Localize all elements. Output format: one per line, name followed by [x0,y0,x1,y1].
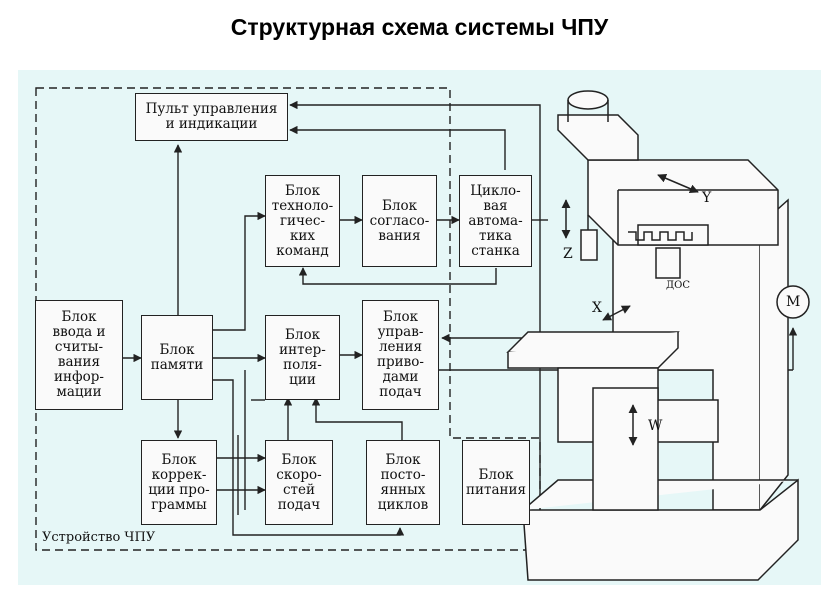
machine-tool [506,90,810,581]
connection-lines [35,87,810,581]
block-memory: Блок памяти [141,315,213,400]
axis-y-label: Y [702,190,712,206]
device-label: Устройство ЧПУ [42,530,156,545]
block-cycle-automation: Цикло- вая автома- тика станка [459,175,532,267]
block-control-panel: Пульт управления и индикации [135,93,288,141]
axis-x-label: X [592,300,602,316]
motor-label: M [786,294,801,310]
block-coordination: Блок согласо- вания [362,175,437,267]
block-program-correction: Блок коррек- ции про- граммы [141,440,217,525]
block-drive-control: Блок управ- ления приво- дами подач [362,300,439,410]
axis-w-label: W [648,418,663,434]
sensor-label: ДОС [666,280,690,291]
block-feed-speed: Блок скоро- стей подач [265,440,333,525]
block-tech-commands: Блок техноло- гичес- ких команд [265,175,340,267]
device-outline [35,87,541,551]
block-input-reading: Блок ввода и считы- вания инфор- мации [35,300,123,410]
axis-z-label: Z [563,246,573,262]
block-constant-cycles: Блок посто- янных циклов [366,440,440,525]
block-power-supply: Блок питания [462,440,530,525]
block-interpolation: Блок интер- поля- ции [265,315,340,400]
page-title: Структурная схема системы ЧПУ [230,14,609,40]
